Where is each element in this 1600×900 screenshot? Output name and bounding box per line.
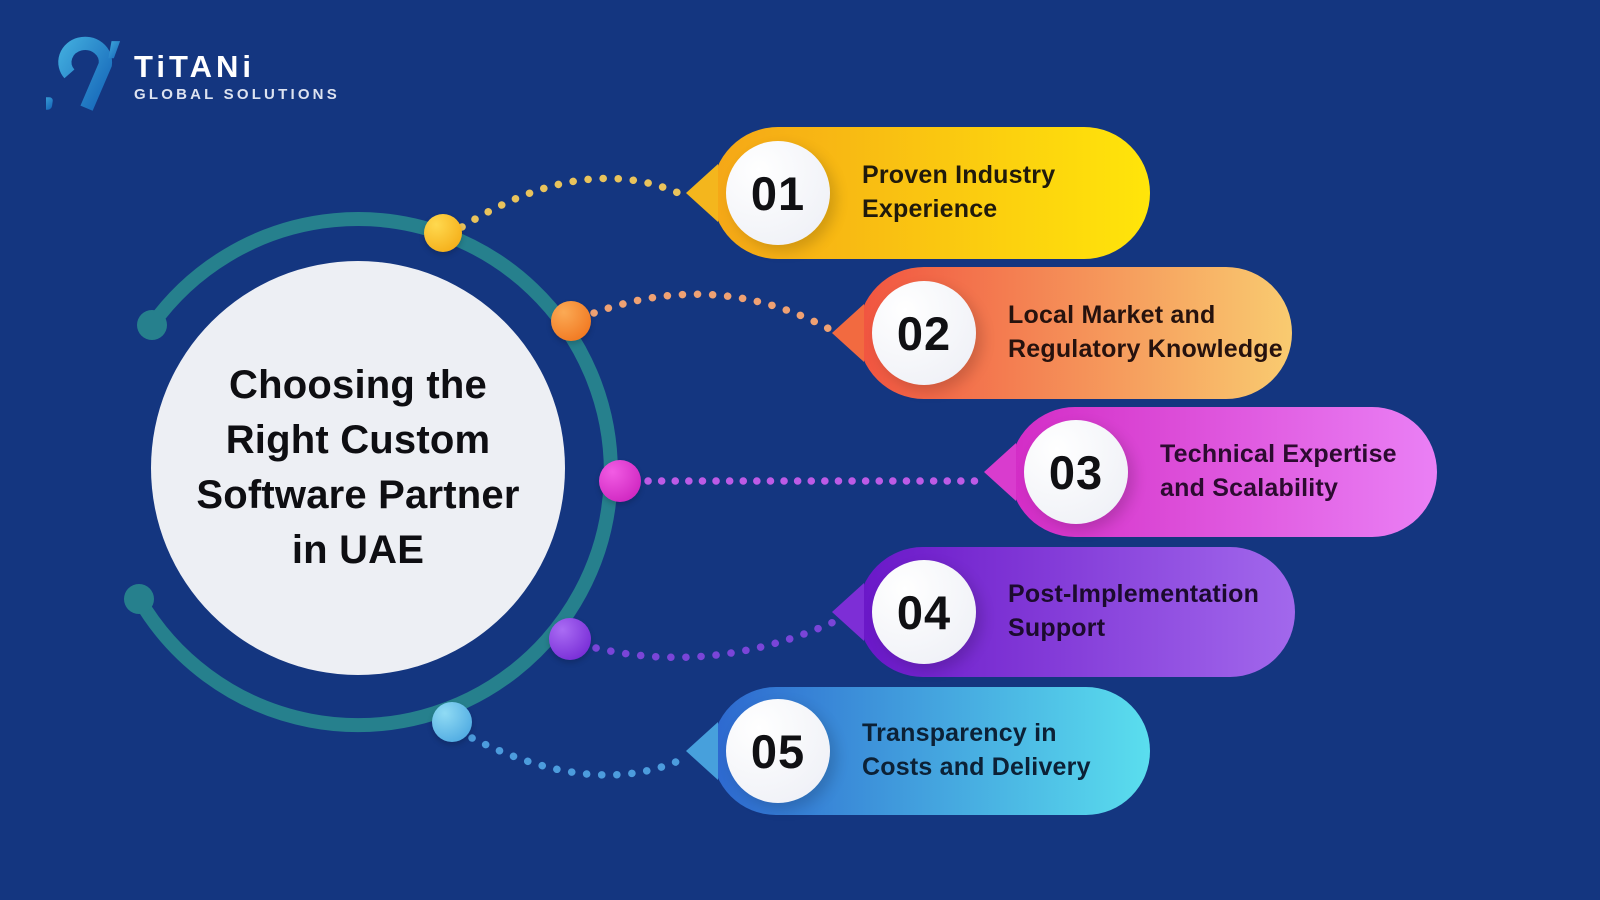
step-number: 01	[750, 166, 806, 220]
step-number-circle: 05	[726, 699, 830, 803]
pill-label-line2: Regulatory Knowledge	[1008, 335, 1283, 363]
pill-label-line2: Experience	[862, 195, 998, 223]
step-number-circle: 01	[726, 141, 830, 245]
pill-local-market-regulatory-knowledge: 02 Local Market and Regulatory Knowledge	[832, 267, 1292, 399]
ring-dot-1	[424, 214, 462, 252]
ring-dot-5	[432, 702, 472, 742]
pill-label: Proven Industry Experience	[862, 159, 1055, 227]
title-line: Choosing the	[229, 362, 487, 407]
pill-label-line1: Proven Industry	[862, 161, 1056, 190]
pill-label-line1: Post-Implementation	[1008, 580, 1260, 609]
step-number-circle: 02	[872, 281, 976, 385]
title-line: in UAE	[291, 528, 425, 573]
pill-post-implementation-support: 04 Post-Implementation Support	[832, 547, 1295, 677]
dotted-connector-2	[590, 290, 837, 335]
pill-label: Technical Expertise and Scalability	[1160, 438, 1397, 506]
pill-label-line1: Local Market and	[1008, 301, 1216, 330]
pill-label-line1: Technical Expertise	[1160, 440, 1397, 469]
step-number: 03	[1048, 445, 1104, 499]
step-number: 02	[896, 306, 952, 360]
logo-tagline-text: GLOBAL SOLUTIONS	[134, 86, 340, 104]
step-number: 04	[896, 585, 952, 639]
dotted-connector-4	[592, 616, 842, 662]
titani-logo: TiTANi GLOBAL SOLUTIONS	[46, 36, 340, 118]
step-number-circle: 04	[872, 560, 976, 664]
pill-label-line2: Support	[1008, 614, 1106, 642]
orbit-ring-endcap-top	[137, 310, 167, 340]
title-line: Right Custom	[225, 417, 491, 462]
pill-label: Post-Implementation Support	[1008, 578, 1259, 646]
orbit-ring-endcap-bottom	[124, 584, 154, 614]
pill-label-line2: Costs and Delivery	[862, 753, 1091, 781]
title-line: Software Partner	[196, 473, 520, 517]
logo-brand-text: TiTANi	[134, 48, 256, 84]
ring-dot-4	[549, 618, 591, 660]
pill-technical-expertise-scalability: 03 Technical Expertise and Scalability	[984, 407, 1437, 537]
pill-proven-industry-experience: 01 Proven Industry Experience	[686, 127, 1150, 259]
step-number: 05	[750, 724, 806, 778]
pill-label-line2: and Scalability	[1160, 474, 1339, 502]
pill-label: Transparency in Costs and Delivery	[862, 717, 1091, 785]
pill-transparency-costs-delivery: 05 Transparency in Costs and Delivery	[686, 687, 1150, 815]
central-title-circle: Choosing the Right Custom Software Partn…	[151, 261, 565, 675]
titani-logo-icon	[46, 36, 121, 111]
dotted-connector-5	[468, 734, 689, 779]
step-number-circle: 03	[1024, 420, 1128, 524]
dotted-connector-1	[458, 174, 687, 231]
ring-dot-3	[599, 460, 641, 502]
ring-dot-2	[551, 301, 591, 341]
pill-label: Local Market and Regulatory Knowledge	[1008, 299, 1283, 367]
pill-label-line1: Transparency in	[862, 719, 1057, 748]
